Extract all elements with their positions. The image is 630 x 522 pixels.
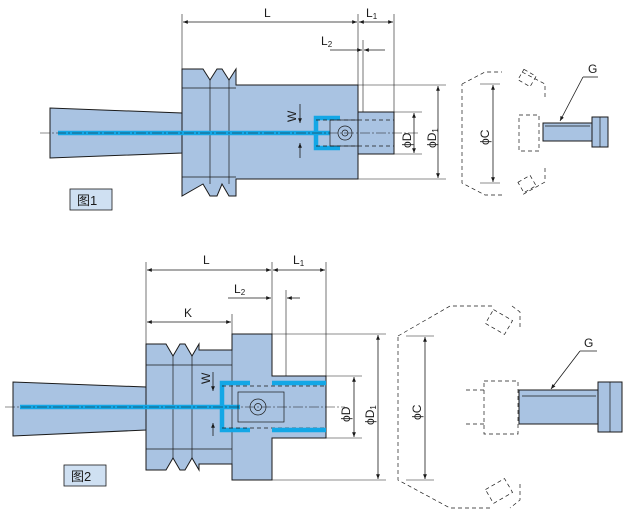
fig2-dim-L1: L1 (273, 253, 327, 376)
fig2-dim-L: L (145, 253, 273, 344)
svg-text:L2: L2 (234, 282, 246, 297)
fig2-dim-K: K (147, 306, 233, 350)
fig2-dim-W: W (199, 372, 215, 436)
fig1-dim-phiD1: ϕD1 (358, 84, 446, 180)
svg-text:L: L (264, 6, 271, 20)
svg-text:W: W (199, 372, 213, 384)
fig1-dim-L1: L1 (359, 6, 395, 112)
svg-text:G: G (584, 336, 593, 350)
svg-text:ϕC: ϕC (478, 129, 492, 145)
svg-text:图2: 图2 (71, 469, 91, 484)
svg-text:L2: L2 (321, 34, 333, 49)
svg-text:ϕD: ϕD (400, 132, 414, 148)
svg-text:ϕC: ϕC (410, 404, 424, 420)
fig1-holder-body (49, 67, 395, 197)
svg-text:L: L (203, 253, 210, 267)
fig2-dim-L2: L2 (228, 282, 300, 376)
svg-text:图1: 图1 (77, 193, 97, 208)
fig1-dim-phiD: ϕD (394, 111, 422, 155)
svg-text:L1: L1 (293, 253, 305, 268)
svg-text:W: W (285, 110, 299, 122)
fig2-dim-phiD: ϕD (326, 375, 362, 439)
svg-text:ϕD1: ϕD1 (363, 405, 378, 425)
svg-text:ϕD: ϕD (339, 406, 353, 422)
fig1-end-view: ϕC (461, 68, 546, 196)
svg-text:L1: L1 (366, 6, 378, 21)
fig2-screw-G: G (518, 336, 623, 433)
figure-1: L L1 L2 W ϕD (40, 6, 609, 211)
fig2-caption: 图2 (63, 464, 107, 487)
fig2-end-view: ϕC (397, 305, 521, 509)
fig1-dim-L2: L2 (321, 34, 385, 112)
svg-text:G: G (588, 62, 597, 76)
fig1-caption: 图1 (69, 188, 113, 211)
fig2-dim-phiD1: ϕD1 (272, 333, 386, 481)
svg-text:K: K (184, 306, 192, 320)
figure-2: L L1 L2 K W (5, 253, 623, 509)
fig1-dim-W: W (285, 104, 302, 158)
fig1-screw-G: G (542, 62, 609, 148)
svg-text:ϕD1: ϕD1 (425, 128, 440, 148)
